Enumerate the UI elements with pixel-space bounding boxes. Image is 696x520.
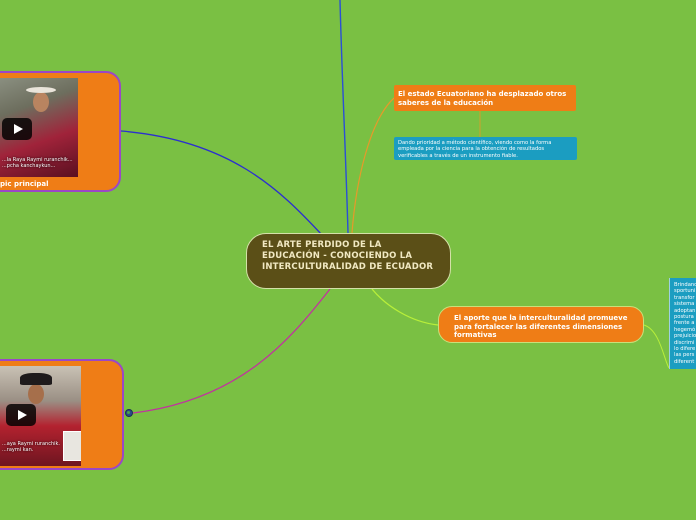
central-topic-text: EL ARTE PERDIDO DE LA EDUCACIÓN - CONOCI… <box>262 240 434 272</box>
video-card-2[interactable]: ...aya Raymi ruranchik. ...raymi kan. <box>0 359 124 470</box>
subtopic-metodo-cientifico-text: Dando prioridad a método científico, vie… <box>398 140 552 159</box>
connector-right <box>643 324 670 369</box>
play-icon[interactable] <box>6 404 36 426</box>
connector-video2 <box>132 288 331 414</box>
person-face <box>33 92 49 112</box>
central-topic[interactable]: EL ARTE PERDIDO DE LA EDUCACIÓN - CONOCI… <box>246 233 451 289</box>
connector-aporte <box>371 288 439 326</box>
video-label-1: pic principal <box>0 180 49 188</box>
topic-aporte-interculturalidad[interactable]: El aporte que la interculturalidad promu… <box>438 306 644 343</box>
subtopic-brindando[interactable]: Brindand sportuni transfor sistema adopt… <box>669 278 696 369</box>
person-face <box>28 384 44 404</box>
video-thumbnail-1[interactable]: ...la Raya Raymi ruranchik... ...pcha ka… <box>0 78 78 177</box>
hat-shape <box>26 87 56 93</box>
topic-estado-ecuatoriano-text: El estado Ecuatoriano ha desplazado otro… <box>398 90 567 107</box>
topic-aporte-text: El aporte que la interculturalidad promu… <box>454 314 628 339</box>
connector-top <box>339 0 349 234</box>
sign-language-interpreter <box>63 431 81 461</box>
play-icon[interactable] <box>2 118 32 140</box>
video-thumbnail-2[interactable]: ...aya Raymi ruranchik. ...raymi kan. <box>0 366 81 466</box>
subtopic-metodo-cientifico[interactable]: Dando prioridad a método científico, vie… <box>394 137 577 160</box>
video-caption-2: ...aya Raymi ruranchik. ...raymi kan. <box>2 441 60 453</box>
topic-estado-ecuatoriano[interactable]: El estado Ecuatoriano ha desplazado otro… <box>394 85 576 111</box>
globe-icon[interactable] <box>125 409 133 417</box>
hat-shape <box>20 373 52 385</box>
connector-orange <box>351 97 395 234</box>
connector-video1 <box>120 130 323 236</box>
video-card-1[interactable]: ...la Raya Raymi ruranchik... ...pcha ka… <box>0 71 121 192</box>
video-caption-1: ...la Raya Raymi ruranchik... ...pcha ka… <box>2 157 73 169</box>
